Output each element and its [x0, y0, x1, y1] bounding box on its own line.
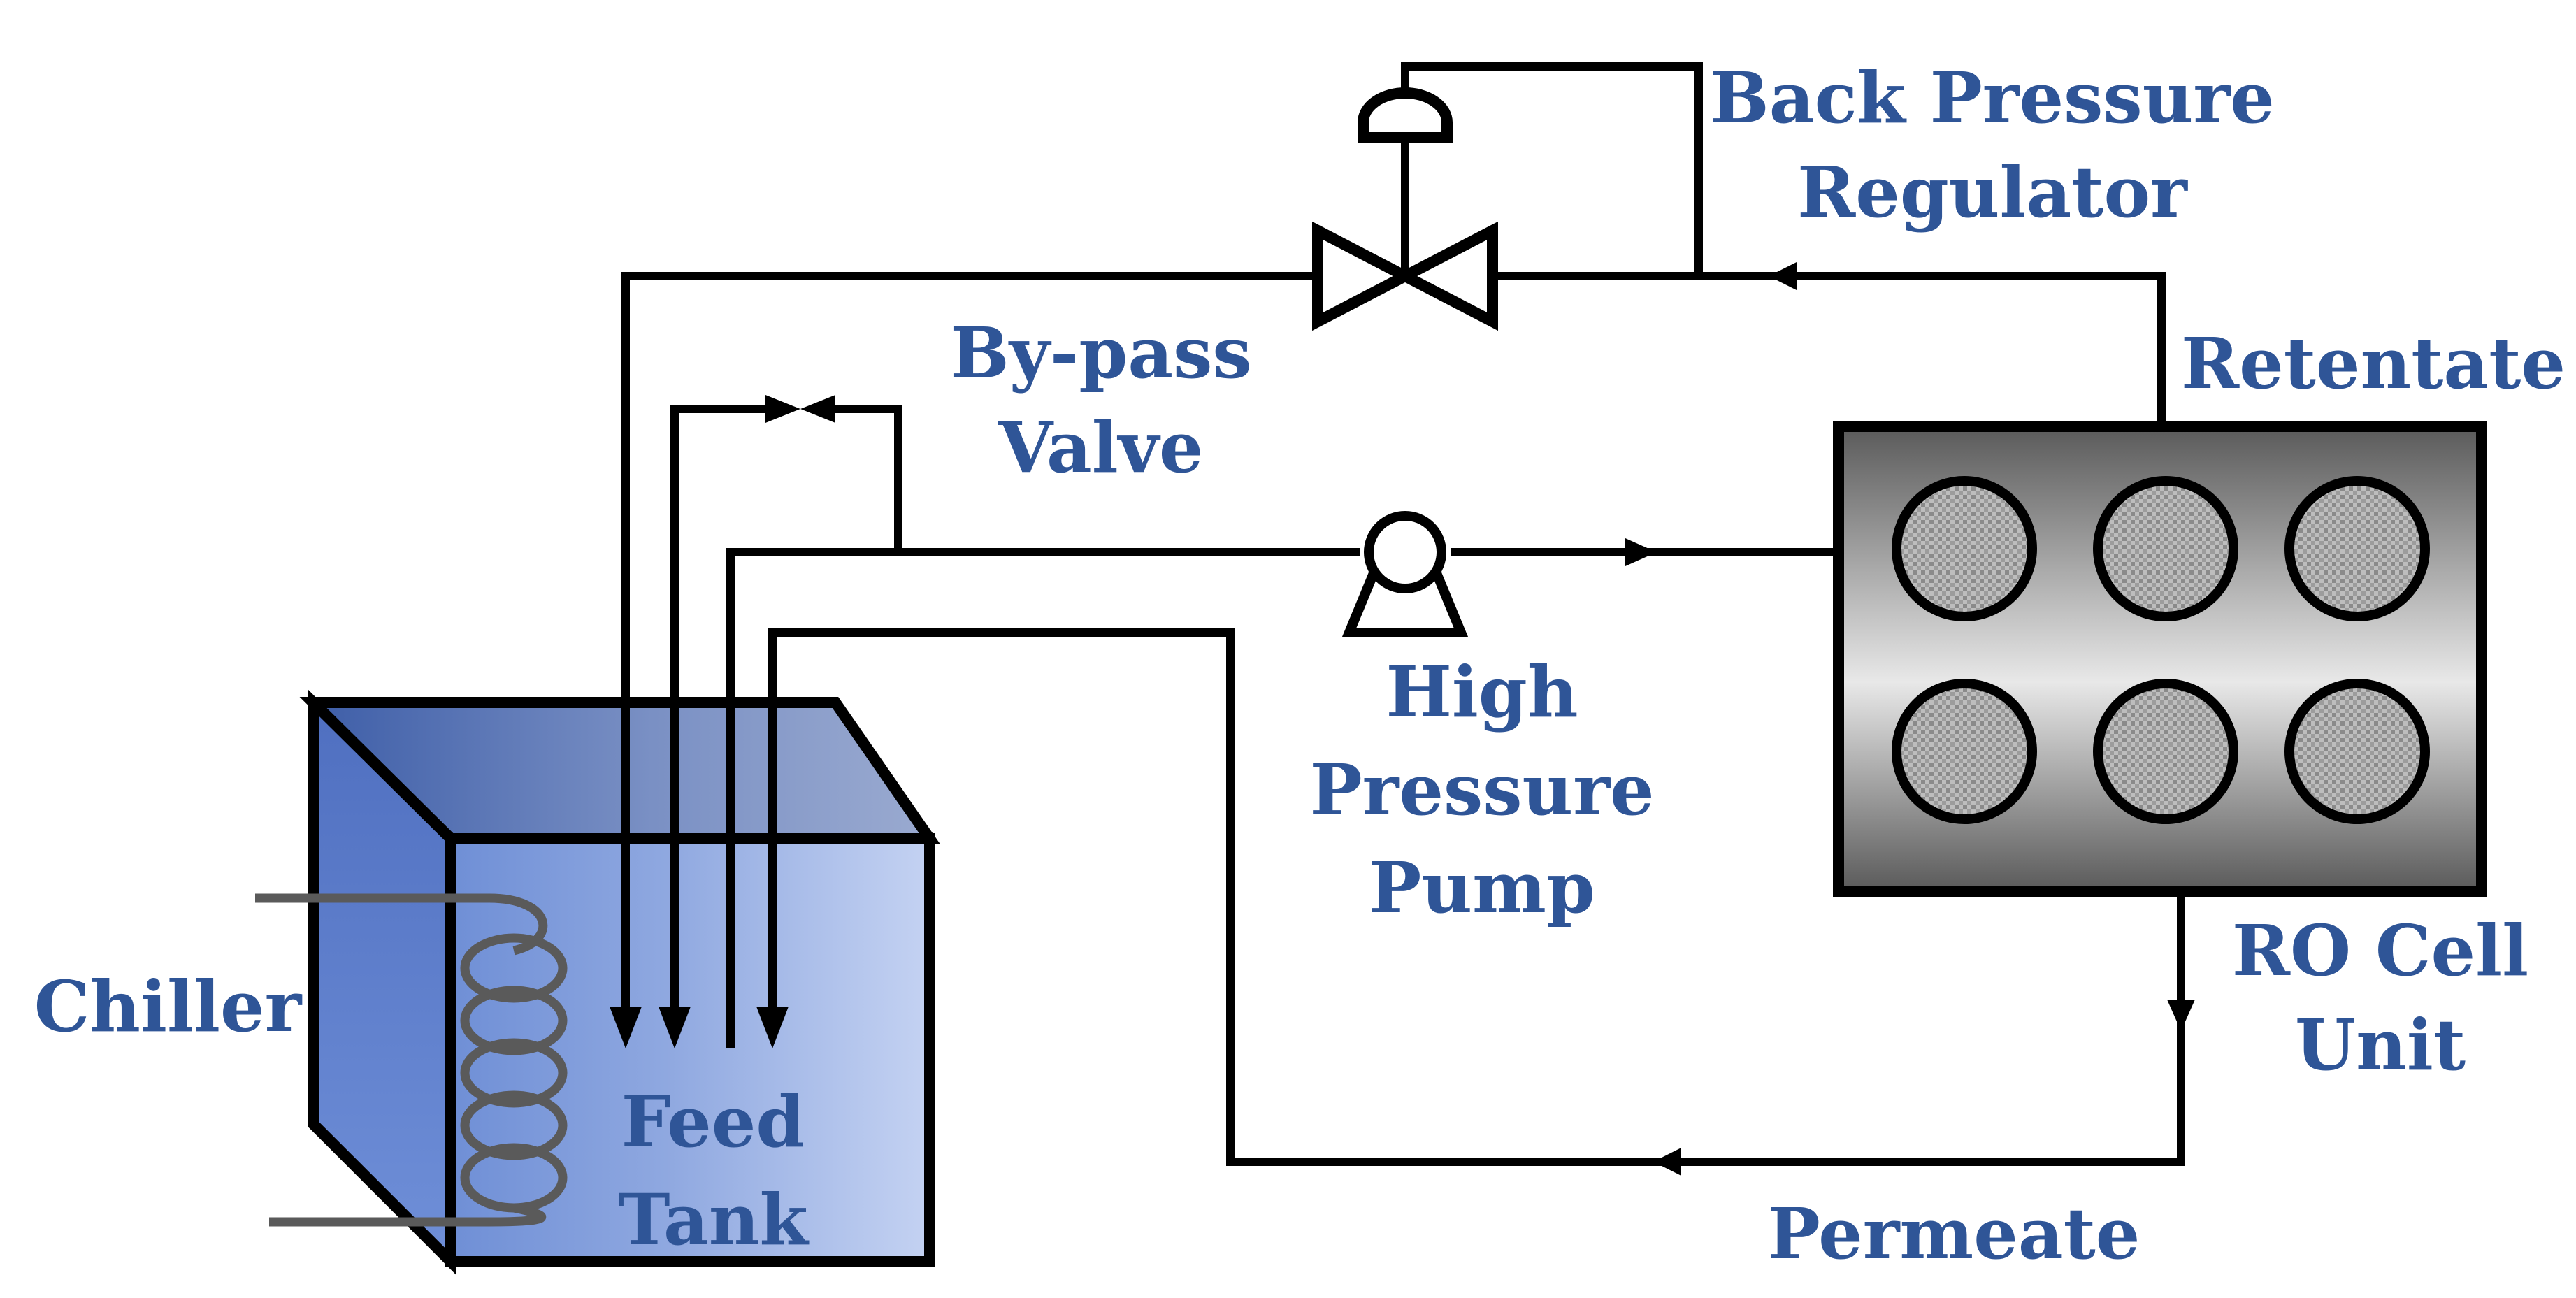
regulator-outlet-pipe	[621, 272, 1314, 1007]
ro-cell-unit	[1833, 421, 2487, 897]
label-valve: Valve	[998, 406, 1204, 489]
back-pressure-regulator-icon[interactable]	[1312, 87, 1498, 331]
label-pressure: Pressure	[1309, 749, 1654, 831]
chiller-coil	[255, 893, 568, 1227]
label-pump: Pump	[1369, 846, 1595, 929]
ro-membrane-cells	[1892, 476, 2430, 824]
label-bypass: By-pass	[950, 312, 1251, 394]
pipes	[621, 62, 2185, 1166]
arrow-tank-inlet-1	[610, 1007, 642, 1048]
arrow-tank-inlet-2	[659, 1007, 691, 1048]
flow-arrows	[610, 262, 2195, 1176]
permeate-pipe	[768, 628, 2185, 1166]
label-feed: Feed	[621, 1081, 805, 1163]
ro-cell-1	[1892, 476, 2037, 621]
label-chiller: Chiller	[34, 965, 303, 1048]
label-retentate: Retentate	[2181, 322, 2566, 405]
labels: Back Pressure Regulator Retentate By-pas…	[34, 57, 2566, 1275]
arrow-feed	[1625, 538, 1657, 566]
feed-suction-pipe	[726, 548, 1360, 1048]
arrow-retentate	[1769, 262, 1797, 290]
label-tank: Tank	[618, 1178, 809, 1261]
ro-cell-3	[2284, 476, 2430, 621]
label-high: High	[1386, 651, 1578, 733]
arrow-tank-inlet-3	[756, 1007, 789, 1048]
label-ro-cell: RO Cell	[2232, 909, 2528, 992]
ro-cell-2	[2093, 476, 2238, 621]
arrow-ro-down	[2167, 1000, 2195, 1031]
arrow-permeate	[1653, 1148, 1681, 1176]
bypass-pipe-left	[670, 405, 765, 1007]
regulator-pilot-pipe	[1401, 62, 1703, 276]
ro-cell-6	[2284, 679, 2430, 824]
ro-cell-4	[1892, 679, 2037, 824]
label-regulator: Regulator	[1797, 151, 2188, 233]
bypass-valve-icon[interactable]	[765, 395, 835, 423]
label-back-pressure: Back Pressure	[1710, 57, 2274, 139]
label-unit: Unit	[2295, 1004, 2466, 1086]
high-pressure-pump-icon[interactable]	[1341, 511, 1469, 637]
ro-cell-5	[2093, 679, 2238, 824]
bypass-pipe-right	[835, 405, 902, 552]
label-permeate: Permeate	[1768, 1192, 2140, 1275]
retentate-return-pipe	[1496, 272, 2166, 430]
